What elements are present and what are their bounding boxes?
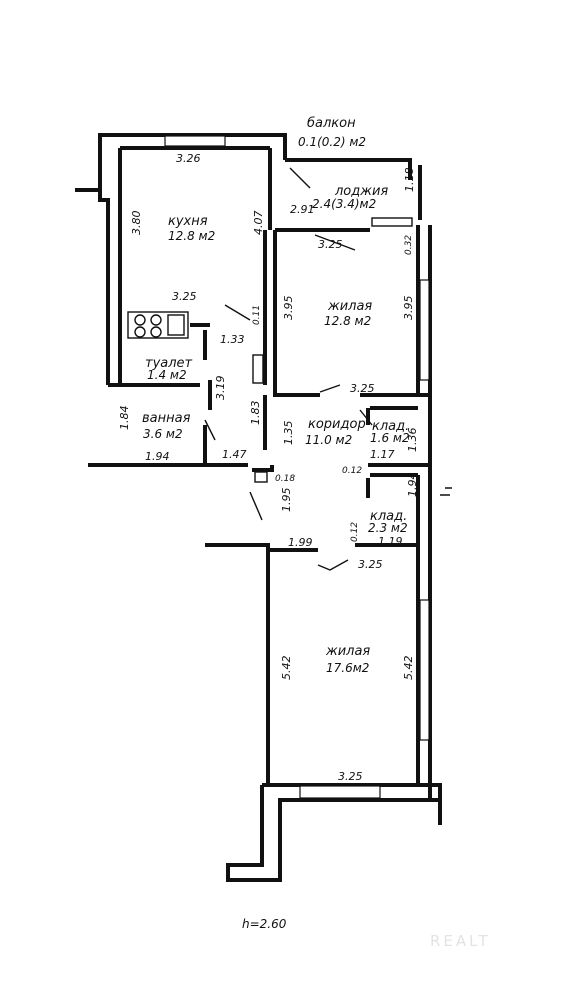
dim-living1-top: 3.25 [318, 238, 343, 251]
storage2-name: клад. [370, 509, 407, 524]
duct-icon [252, 354, 264, 384]
dim-wall-011: 0.11 [252, 305, 262, 325]
living2-door-swing [317, 559, 349, 571]
dim-living2-right: 5.42 [402, 656, 415, 681]
bath-door-swing [204, 419, 216, 441]
kitchen-window [164, 135, 226, 147]
dim-living2-left: 5.42 [280, 656, 293, 681]
living2-side-window [419, 599, 430, 741]
dim-bath-bottom: 1.94 [145, 450, 170, 463]
dim-living2-bottom: 3.25 [338, 770, 363, 783]
dim-kitchen-right: 4.07 [252, 211, 265, 236]
toilet-name: туалет [145, 356, 193, 371]
dim-wall-012a: 0.12 [342, 466, 362, 476]
stove-icon [127, 311, 189, 339]
walls [75, 133, 442, 882]
dim-living1-left: 3.95 [282, 296, 295, 321]
shaft-icon [254, 471, 268, 483]
break-mark-icon [440, 487, 452, 496]
fixtures [127, 167, 452, 571]
toilet-area: 1.4 м2 [147, 368, 187, 382]
bath-name: ванная [142, 411, 191, 426]
ceiling-height-note: h=2.60 [242, 917, 287, 931]
dim-wall-012b: 0.12 [350, 522, 360, 542]
balcony-door-swing [289, 167, 311, 189]
watermark-logo: REALT [430, 932, 491, 950]
loggia-sill [371, 217, 413, 227]
bath-area: 3.6 м2 [143, 427, 183, 441]
living2-window [299, 785, 381, 799]
loggia-area: 2.4(3.4)м2 [312, 197, 376, 211]
dim-living2-top: 3.25 [358, 558, 383, 571]
balcony-area: 0.1(0.2) м2 [298, 135, 366, 149]
dim-bath-left: 1.84 [118, 406, 131, 431]
storage1-area: 1.6 м2 [370, 431, 410, 445]
dim-storage2-height: 1.94 [406, 473, 419, 498]
kitchen-door-swing [224, 304, 251, 321]
dim-kitchen-top: 3.26 [176, 152, 201, 165]
living1-area: 12.8 м2 [324, 314, 371, 328]
dim-wall-032: 0.32 [404, 235, 414, 255]
dim-kitchen-bottom: 3.25 [172, 290, 197, 303]
corridor-arch [319, 384, 341, 393]
living1-side-window [419, 279, 430, 381]
corridor-door-swing [249, 491, 263, 521]
corridor-name: коридор [308, 417, 366, 432]
dim-storage1-height: 1.36 [406, 428, 419, 453]
dim-living1-right: 3.95 [402, 296, 415, 321]
kitchen-name: кухня [168, 214, 208, 229]
dim-storage1-width: 1.17 [370, 448, 395, 461]
living2-area: 17.6м2 [326, 661, 369, 675]
dimension-labels: 3.26 3.80 4.07 3.25 2.91 1.18 3.25 3.95 … [118, 152, 419, 783]
dim-corridor-183: 1.83 [249, 401, 262, 426]
dim-corridor-199: 1.99 [288, 536, 313, 549]
dim-loggia-side: 1.18 [403, 168, 416, 193]
dim-toilet-length: 1.33 [220, 333, 245, 346]
dim-toilet-height: 3.19 [214, 376, 227, 401]
dim-kitchen-left: 3.80 [130, 211, 143, 236]
dim-wall-018: 0.18 [275, 474, 295, 484]
dim-corridor-195: 1.95 [280, 488, 293, 513]
storage2-area: 2.3 м2 [368, 521, 408, 535]
dim-living1-bottom: 3.25 [350, 382, 375, 395]
living2-name: жилая [325, 644, 370, 659]
corridor-area: 11.0 м2 [305, 433, 352, 447]
room-labels: балкон 0.1(0.2) м2 лоджия 2.4(3.4)м2 кух… [142, 116, 410, 675]
dim-loggia-depth: 2.91 [290, 203, 315, 216]
living1-door-swing [314, 234, 356, 251]
living1-name: жилая [327, 299, 372, 314]
balcony-name: балкон [307, 116, 356, 131]
loggia-name: лоджия [334, 184, 388, 199]
storage1-door-swing [359, 409, 373, 426]
dim-corridor-135: 1.35 [282, 421, 295, 446]
dim-storage2-width: 1.19 [378, 535, 403, 548]
dim-corridor-147: 1.47 [222, 448, 247, 461]
storage1-name: клад. [372, 419, 409, 434]
windows [164, 135, 430, 799]
kitchen-area: 12.8 м2 [168, 229, 215, 243]
